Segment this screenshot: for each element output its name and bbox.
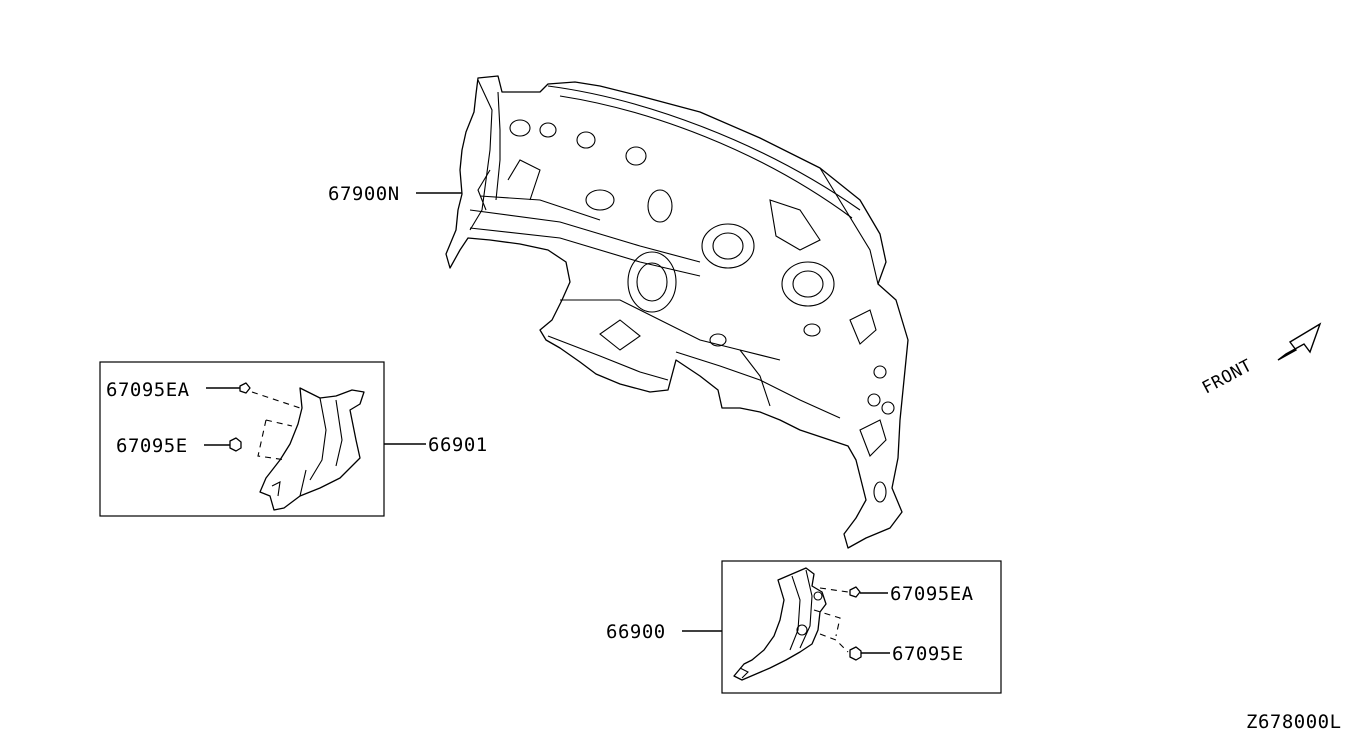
label-right-bracket: 66900	[606, 621, 666, 643]
label-dash-panel: 67900N	[328, 183, 400, 205]
right-clip-drawing[interactable]	[849, 586, 861, 598]
diagram-code: Z678000L	[1246, 711, 1342, 733]
left-bracket-box	[99, 361, 385, 517]
front-arrow-icon	[1277, 322, 1322, 361]
label-left-nut: 67095E	[116, 435, 188, 457]
label-left-bracket: 66901	[428, 434, 488, 456]
right-bracket-drawing[interactable]	[733, 567, 827, 681]
label-left-clip: 67095EA	[106, 379, 190, 401]
right-nut-drawing[interactable]	[849, 646, 862, 661]
label-right-clip: 67095EA	[890, 583, 974, 605]
left-bracket-drawing[interactable]	[259, 387, 365, 511]
left-clip-drawing[interactable]	[239, 382, 251, 394]
right-clip-dashline	[819, 587, 849, 593]
left-nut-dashline	[257, 419, 293, 461]
left-clip-dashline	[251, 391, 301, 409]
label-front: FRONT	[1199, 356, 1256, 399]
left-nut-drawing[interactable]	[229, 437, 242, 452]
right-bracket-box	[721, 560, 1002, 694]
label-right-nut: 67095E	[892, 643, 964, 665]
dash-panel-drawing[interactable]	[445, 75, 909, 549]
right-nut-dashline	[813, 609, 849, 653]
